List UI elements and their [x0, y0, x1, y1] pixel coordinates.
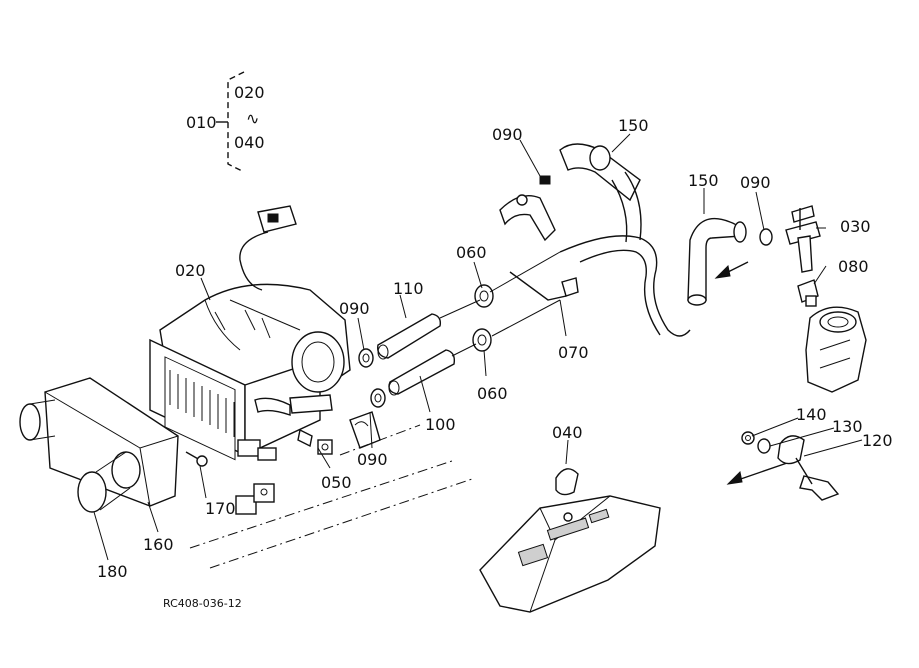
screw-170	[185, 451, 208, 467]
nipple-080	[797, 279, 819, 307]
label-020: 020	[175, 261, 206, 280]
label-060-a: 060	[456, 243, 487, 262]
hose-100	[388, 349, 456, 396]
heater-pipe-lines	[439, 251, 579, 357]
flow-arrow-lower	[726, 461, 791, 485]
hose-150-upper	[559, 143, 642, 243]
hose-110	[377, 313, 442, 360]
label-100: 100	[425, 415, 456, 434]
label-080: 080	[838, 257, 869, 276]
label-180: 180	[97, 562, 128, 581]
clamp-090-upper	[358, 348, 374, 368]
label-040-range: 040	[234, 133, 265, 152]
label-090-c: 090	[492, 125, 523, 144]
label-140: 140	[796, 405, 827, 424]
clamp-090-lower	[370, 388, 386, 408]
label-010: 010	[186, 113, 217, 132]
hose-clamp-bracket	[349, 411, 381, 449]
control-console	[479, 495, 661, 613]
label-070: 070	[558, 343, 589, 362]
hose-150-right	[687, 217, 747, 306]
radiator-core	[164, 356, 236, 461]
label-090-a: 090	[339, 299, 370, 318]
wire-harness-connector	[239, 205, 297, 291]
water-hose-route	[559, 235, 691, 337]
label-020-range: 020	[234, 83, 265, 102]
label-110: 110	[393, 279, 424, 298]
flow-arrow-upper	[714, 261, 749, 279]
knob-040	[555, 468, 579, 496]
label-090-d: 090	[740, 173, 771, 192]
label-170: 170	[205, 499, 236, 518]
label-120: 120	[862, 431, 893, 450]
label-150-b: 150	[688, 171, 719, 190]
label-130: 130	[832, 417, 863, 436]
clamp-090-right	[759, 228, 773, 246]
engine-water-outlet	[805, 306, 867, 393]
label-050: 050	[321, 473, 352, 492]
label-040: 040	[552, 423, 583, 442]
leader-lines	[93, 121, 863, 561]
air-filter-box	[19, 377, 179, 513]
mount-nut-050	[297, 428, 333, 455]
heater-unit	[149, 283, 351, 461]
reference-lines	[189, 424, 476, 569]
elbow-fitting	[499, 175, 556, 242]
drawing-code: RC408-036-12	[163, 597, 242, 610]
grommet-060-upper	[474, 284, 494, 308]
label-160: 160	[143, 535, 174, 554]
label-060-b: 060	[477, 384, 508, 403]
clamp-set-120	[741, 431, 840, 501]
water-valve-030	[785, 205, 821, 273]
range-separator: ∿	[246, 109, 259, 128]
label-150-a: 150	[618, 116, 649, 135]
foot-bracket	[235, 483, 275, 515]
label-090-b: 090	[357, 450, 388, 469]
label-030: 030	[840, 217, 871, 236]
grommet-060-lower	[472, 328, 492, 352]
